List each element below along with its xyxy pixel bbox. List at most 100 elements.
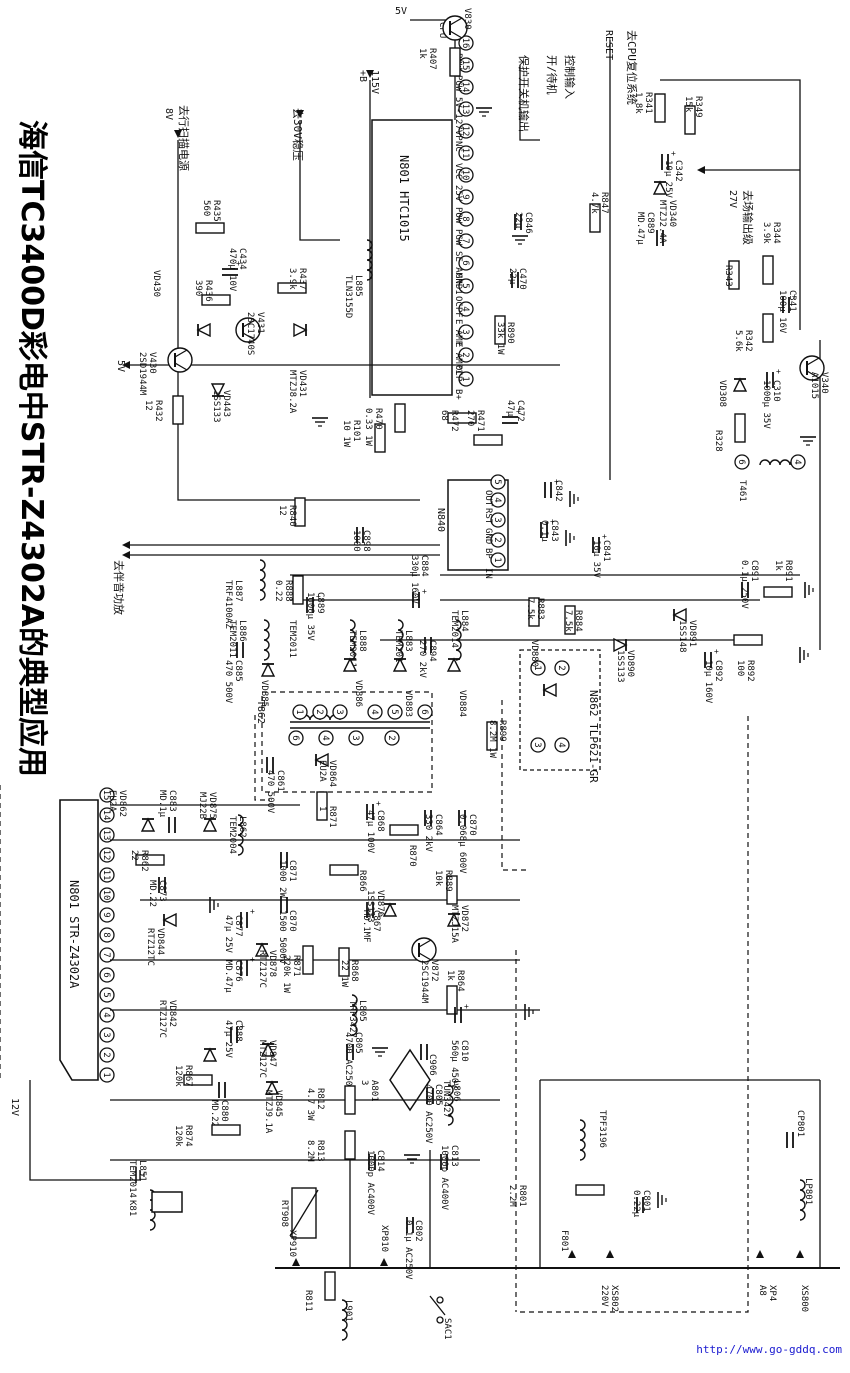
component-label: VD883 (403, 690, 413, 717)
resistor-body (447, 412, 477, 424)
component-value: 470 500V (265, 770, 275, 814)
pin-number: 3 (334, 709, 344, 714)
component-label: R871 (291, 955, 301, 977)
coil (349, 619, 356, 661)
resistor-body (201, 294, 231, 306)
diode-vd886: VD886 (342, 657, 363, 707)
component-label: R343 (723, 265, 733, 287)
ic-htc1015-body (371, 119, 453, 396)
component-value: A1015 (809, 372, 819, 399)
ic-n840-label: N840 (435, 508, 446, 532)
note-12v: 12V (9, 1098, 20, 1116)
component-value: 330 2kV (423, 814, 433, 853)
note-8v: 8V (163, 108, 174, 120)
component-label: C472 (515, 400, 525, 422)
component-label: SAC1 (442, 1318, 452, 1340)
component-label: R868 (349, 960, 359, 982)
component-value: 470μ 10V (227, 248, 237, 292)
ground-symbol (312, 417, 328, 427)
component-value: 4700 AC250V (343, 1032, 353, 1092)
ic-reset-pin-4 (490, 492, 506, 508)
arrow-icon (380, 1258, 388, 1266)
coil (237, 814, 244, 856)
component-value: A8 (757, 1285, 767, 1296)
component-value: 1000μ 35V (305, 592, 315, 641)
component-value: 1000 (351, 530, 361, 552)
watermark-text: http://www.go-gddq.com (696, 1343, 842, 1356)
transistor-emitter (449, 30, 463, 39)
component-value: 12 (277, 505, 287, 516)
diode-vd880: VD880 (529, 640, 557, 698)
resistor-body (277, 282, 307, 294)
component-label: R870 (407, 845, 417, 867)
component-label: L884 (459, 610, 469, 632)
component-value: 0.22μ (631, 1190, 641, 1218)
opto-pin-2 (554, 660, 570, 676)
component-value: MJ22B (197, 792, 207, 819)
component-label: VD862 (117, 790, 127, 817)
component-value: 10k (433, 870, 443, 887)
component-label: L862 (237, 816, 247, 838)
note-reset: RESET (603, 30, 614, 60)
component-value: 390 (193, 280, 203, 296)
component-label: L806 (451, 1080, 461, 1102)
component-label: R812 (315, 1088, 325, 1110)
pin-number: 13 (460, 104, 470, 115)
component-label: C891 (749, 560, 759, 582)
component-label: R891 (783, 560, 793, 582)
pin-number: 15 (460, 60, 470, 71)
component-value: 22 (129, 850, 139, 861)
polarity-mark: + (671, 149, 676, 158)
relay-k81-body (151, 1191, 183, 1213)
component-label: R847 (599, 192, 609, 214)
ic-control-pin-14 (458, 79, 474, 95)
polarity-mark: + (776, 367, 781, 376)
component-value: 15k (683, 96, 693, 113)
component-value: TRF3427 (347, 1000, 357, 1038)
component-value: 2SC1740S (245, 312, 255, 355)
pin-number: 9 (101, 912, 111, 917)
component-label: R871 (327, 806, 337, 828)
pin-number: 8 (460, 216, 470, 221)
coil (351, 994, 358, 1036)
arrow-icon (292, 1258, 300, 1266)
polarity-mark: + (550, 517, 555, 526)
component-label: C434 (237, 248, 247, 270)
polarity-mark: + (422, 587, 427, 596)
component-label: R407 (427, 48, 437, 70)
transistor-collector (449, 17, 463, 26)
component-value: MTZJ8.2A (287, 370, 297, 414)
pin-number: 3 (532, 742, 542, 747)
component-value: 1000μ 35V (761, 380, 771, 429)
component-value: RTZ127C (257, 950, 267, 988)
connector-pin-6 (734, 454, 750, 470)
diode-body (196, 322, 211, 338)
arrow-icon (174, 130, 182, 138)
ground-symbol (657, 1192, 667, 1208)
component-value: 47μ 100V (365, 810, 375, 854)
switch-lever (429, 1295, 446, 1316)
ic-main-pin-10 (99, 887, 115, 903)
component-label: C813 (449, 1145, 459, 1167)
ic-main-pin-8 (99, 927, 115, 943)
resistor-body (344, 1085, 356, 1115)
pin-number: 1 (101, 1072, 111, 1077)
diode-body (293, 322, 308, 338)
